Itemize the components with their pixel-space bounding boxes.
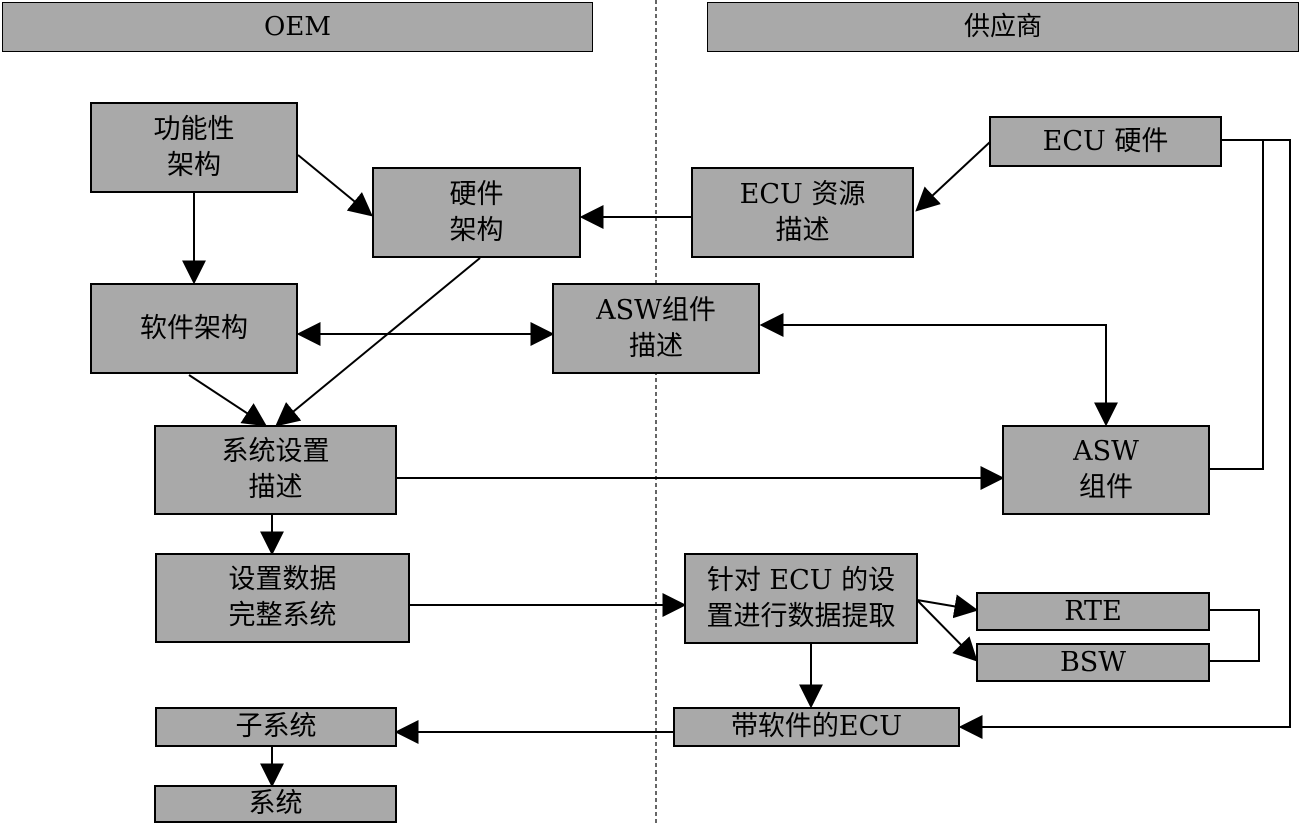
bsw-box: BSW [976,643,1210,682]
ecu-with-software-box: 带软件的ECU [673,707,960,747]
ecu-resource-description-line-2: 描述 [775,214,830,246]
hardware-architecture-line-2: 架构 [449,214,504,246]
functional-architecture-line-1: 功能性 [153,113,235,145]
arrow-hardware-to-system-config [275,257,481,427]
connector-ecu-hw-asw [1209,139,1264,470]
system-config-description-line-1: 系统设置 [221,436,330,467]
software-architecture-box: 软件架构 [90,283,298,374]
software-architecture-label: 软件架构 [140,312,248,344]
functional-architecture-line-2: 架构 [167,149,221,181]
config-data-system-box: 设置数据 完整系统 [155,553,410,643]
subsystem-box: 子系统 [155,707,397,747]
config-data-system-line-1: 设置数据 [228,564,337,595]
ecu-resource-description-line-1: ECU 资源 [739,178,866,210]
hardware-architecture-line-1: 硬件 [449,178,504,210]
arrow-software-to-system-config [188,374,268,427]
subsystem-label: 子系统 [235,711,317,742]
supplier-header: 供应商 [707,2,1299,52]
ecu-hardware-label: ECU 硬件 [1042,125,1169,157]
hardware-architecture-box: 硬件 架构 [372,167,581,258]
asw-component-line-1: ASW [1073,436,1139,467]
asw-component-description-line-1: ASW组件 [596,294,716,326]
asw-component-description-line-2: 描述 [629,330,683,362]
ecu-hardware-box: ECU 硬件 [989,116,1222,167]
ecu-data-extract-line-2: 置进行数据提取 [706,600,896,632]
system-config-description-line-2: 描述 [248,472,303,503]
oem-header-label: OEM [264,12,331,42]
arrow-extract-to-bsw [916,599,978,662]
functional-architecture-box: 功能性 架构 [90,102,298,193]
arrow-functional-to-hardware [297,154,373,217]
oem-header: OEM [2,2,593,52]
system-box: 系统 [154,785,397,823]
ecu-data-extract-box: 针对 ECU 的设 置进行数据提取 [684,553,918,644]
rte-box: RTE [976,592,1210,631]
system-label: 系统 [248,788,303,819]
asw-component-description-box: ASW组件 描述 [552,283,760,374]
asw-component-box: ASW 组件 [1002,425,1210,515]
asw-component-line-2: 组件 [1079,472,1133,503]
bsw-label: BSW [1059,646,1127,678]
ecu-with-software-label: 带软件的ECU [730,711,903,742]
arrow-extract-to-rte [916,594,979,619]
config-data-system-line-2: 完整系统 [228,600,337,631]
arrow-asw-desc-asw-component [759,313,1118,427]
connector-rte-bsw [1209,609,1260,662]
system-config-description-box: 系统设置 描述 [154,425,397,515]
ecu-data-extract-line-1: 针对 ECU 的设 [706,564,896,596]
ecu-resource-description-box: ECU 资源 描述 [691,167,914,258]
rte-label: RTE [1064,595,1122,627]
supplier-header-label: 供应商 [963,12,1042,42]
arrow-ecu-hw-to-resource [915,141,991,212]
